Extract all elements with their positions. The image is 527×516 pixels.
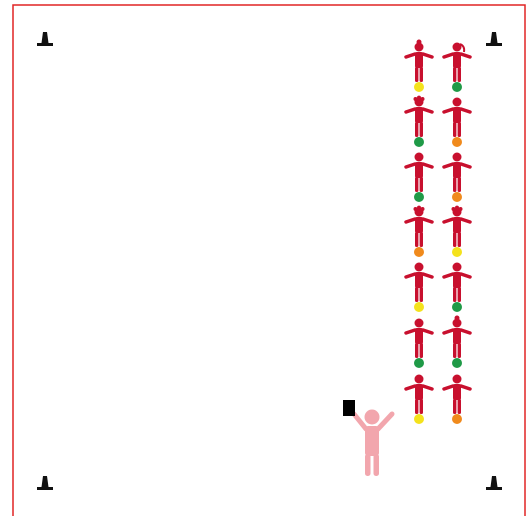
player-icon <box>444 316 470 369</box>
ball-icon <box>414 414 424 424</box>
ball-icon <box>414 247 424 257</box>
cone-icon <box>37 476 53 490</box>
card-icon <box>343 400 355 416</box>
ball-icon <box>414 137 424 147</box>
field-boundary <box>13 5 525 516</box>
player-icon <box>444 375 470 425</box>
player-icon <box>406 96 432 147</box>
ball-icon <box>452 414 462 424</box>
ball-icon <box>414 192 424 202</box>
ball-icon <box>414 358 424 368</box>
cone-icon <box>486 476 502 490</box>
ball-icon <box>414 82 424 92</box>
player-icon <box>406 153 432 203</box>
players-layer <box>406 40 470 425</box>
ball-icon <box>452 247 462 257</box>
player-icon <box>444 263 470 313</box>
player-icon <box>406 319 432 369</box>
cone-icon <box>486 32 502 46</box>
player-icon <box>406 206 432 257</box>
ball-icon <box>452 137 462 147</box>
player-icon <box>444 206 470 257</box>
player-icon <box>406 263 432 313</box>
player-icon <box>444 43 470 93</box>
ball-icon <box>414 302 424 312</box>
ball-icon <box>452 82 462 92</box>
coach-layer <box>343 400 392 476</box>
ball-icon <box>452 358 462 368</box>
coach-icon <box>343 400 392 476</box>
player-icon <box>444 98 470 148</box>
player-icon <box>406 375 432 425</box>
player-icon <box>406 40 432 93</box>
cones-layer <box>37 32 502 490</box>
ball-icon <box>452 302 462 312</box>
player-icon <box>444 153 470 203</box>
ball-icon <box>452 192 462 202</box>
cone-icon <box>37 32 53 46</box>
